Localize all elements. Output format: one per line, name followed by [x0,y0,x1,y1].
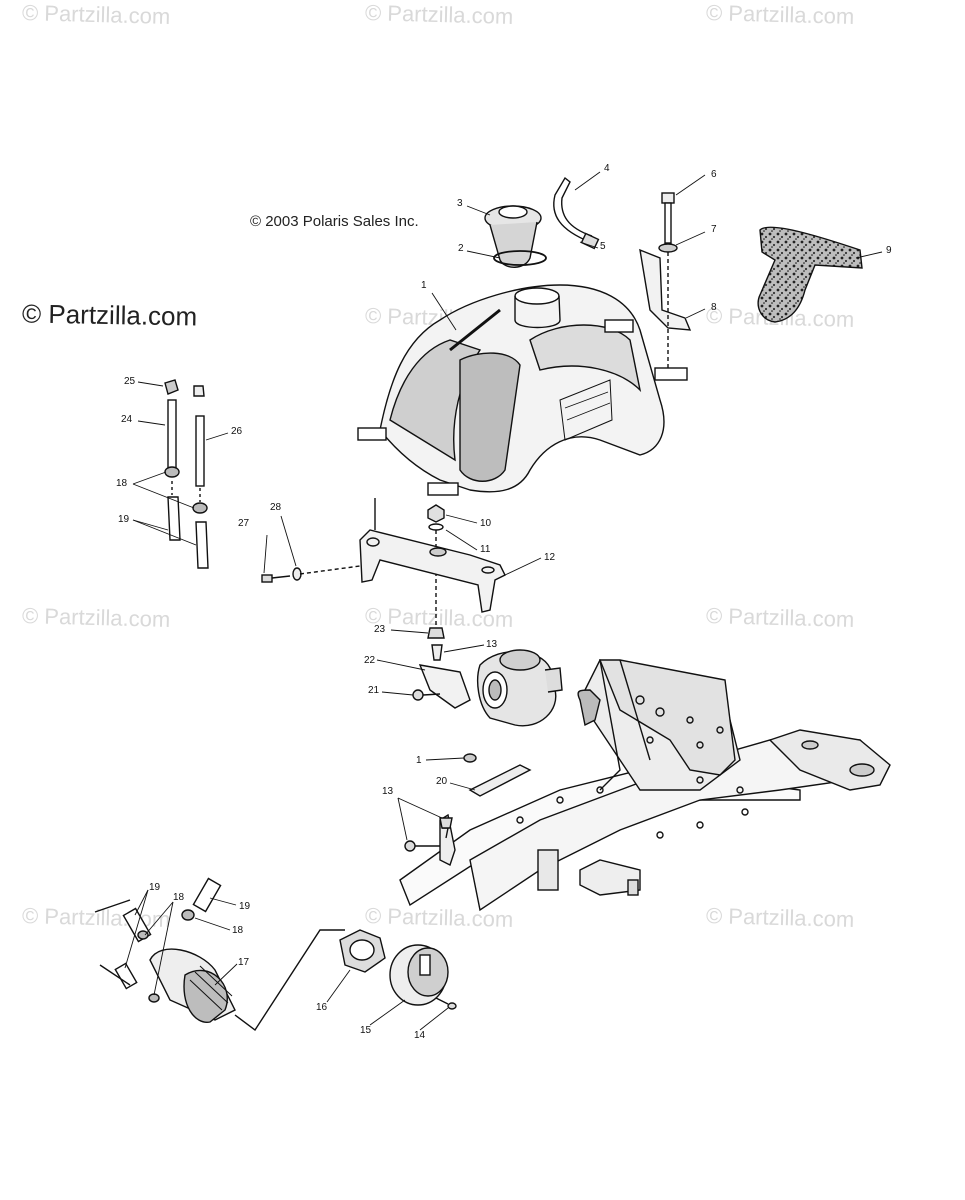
foam-pad [757,226,863,323]
callout-6: 6 [711,169,717,180]
tank-bracket-bolt [639,192,692,370]
callout-19b: 19 [149,882,161,893]
vent-hose [553,176,600,250]
callout-18b: 18 [173,892,185,903]
callout-10: 10 [480,518,492,529]
callout-25: 25 [124,376,136,387]
callout-18c: 18 [232,925,244,936]
cover-parts [339,929,457,1010]
fuel-pump [94,877,345,1032]
callout-13b: 13 [382,786,394,797]
callout-1: 1 [421,280,427,291]
callout-24: 24 [121,414,133,425]
small-bracket-20 [404,753,532,866]
callout-3: 3 [457,198,463,209]
callout-17: 17 [238,957,250,968]
callout-26: 26 [231,426,243,437]
fuel-tank [357,284,688,496]
callout-9: 9 [886,245,892,256]
callout-18a: 18 [116,478,128,489]
callout-2: 2 [458,243,464,254]
callout-7: 7 [711,224,717,235]
callout-11: 11 [480,544,491,555]
callout-12: 12 [544,552,556,563]
callout-8: 8 [711,302,717,313]
callout-19a: 19 [118,514,130,525]
callout-19c: 19 [239,901,251,912]
callout-27: 27 [238,518,250,529]
callout-15: 15 [360,1025,372,1036]
callout-14: 14 [414,1030,426,1041]
callout-23: 23 [374,624,386,635]
callout-28: 28 [270,502,282,513]
bolt-27-washer-28 [261,565,361,583]
callout-16: 16 [316,1002,328,1013]
callout-21: 21 [368,685,380,696]
mounting-bracket [359,498,506,613]
leader-lines [124,171,883,1031]
fuel-cap [484,205,547,268]
callout-13a: 13 [486,639,498,650]
callout-1b: 1 [416,755,422,766]
fuel-lines-left [164,379,209,569]
callout-20: 20 [436,776,448,787]
callout-5: 5 [600,241,606,252]
carburetor-assembly [412,627,563,727]
copyright-notice: © 2003 Polaris Sales Inc. [250,213,419,230]
vehicle-frame [399,659,891,912]
callout-4: 4 [604,163,610,174]
callout-22: 22 [364,655,376,666]
